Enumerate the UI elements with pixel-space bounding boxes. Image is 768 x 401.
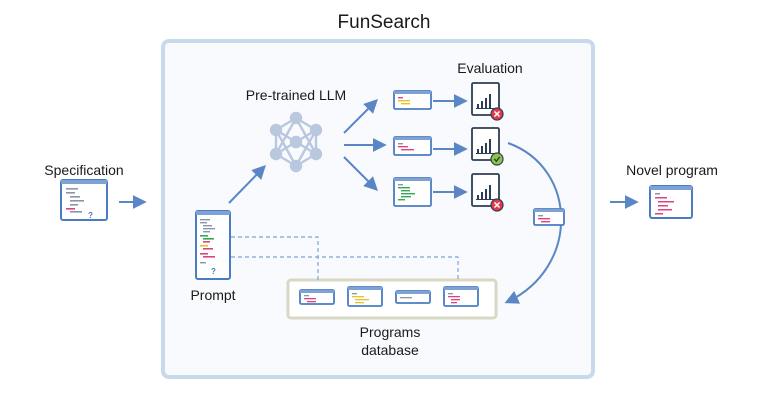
prompt-document-icon: ? — [195, 210, 231, 280]
programs-database-label-line2: database — [361, 342, 419, 358]
evaluation-result-1 — [471, 82, 504, 121]
generated-program-1-icon — [393, 90, 432, 110]
neural-network-icon — [269, 111, 323, 173]
prompt-label: Prompt — [190, 287, 235, 303]
database-program-3 — [395, 290, 431, 304]
question-mark: ? — [211, 267, 216, 276]
database-program-4 — [443, 286, 479, 307]
database-program-2 — [347, 286, 383, 307]
novel-program-label: Novel program — [626, 162, 718, 178]
generated-program-3-icon — [393, 177, 432, 207]
database-program-1 — [299, 289, 335, 305]
fail-icon — [490, 107, 504, 121]
evaluation-label: Evaluation — [457, 60, 522, 76]
question-mark: ? — [88, 211, 93, 220]
pretrained-llm-label: Pre-trained LLM — [246, 87, 346, 103]
generated-program-2-icon — [393, 136, 432, 156]
evaluation-result-3 — [471, 173, 504, 212]
pass-icon — [490, 152, 504, 166]
novel-program-document-icon — [649, 185, 693, 219]
diagram-title: FunSearch — [338, 12, 431, 33]
arrow-llm-to-program-3 — [343, 156, 378, 191]
prompt-database-dashed-links — [231, 236, 459, 282]
arrow-llm-to-program-1 — [343, 99, 378, 134]
specification-label: Specification — [44, 162, 123, 178]
arrow-prompt-to-llm — [228, 164, 266, 204]
evaluation-result-2 — [471, 127, 504, 166]
selected-program-icon — [533, 208, 565, 226]
programs-database-label-line1: Programs — [360, 324, 421, 340]
fail-icon — [490, 198, 504, 212]
specification-document-icon: ? — [60, 179, 108, 221]
